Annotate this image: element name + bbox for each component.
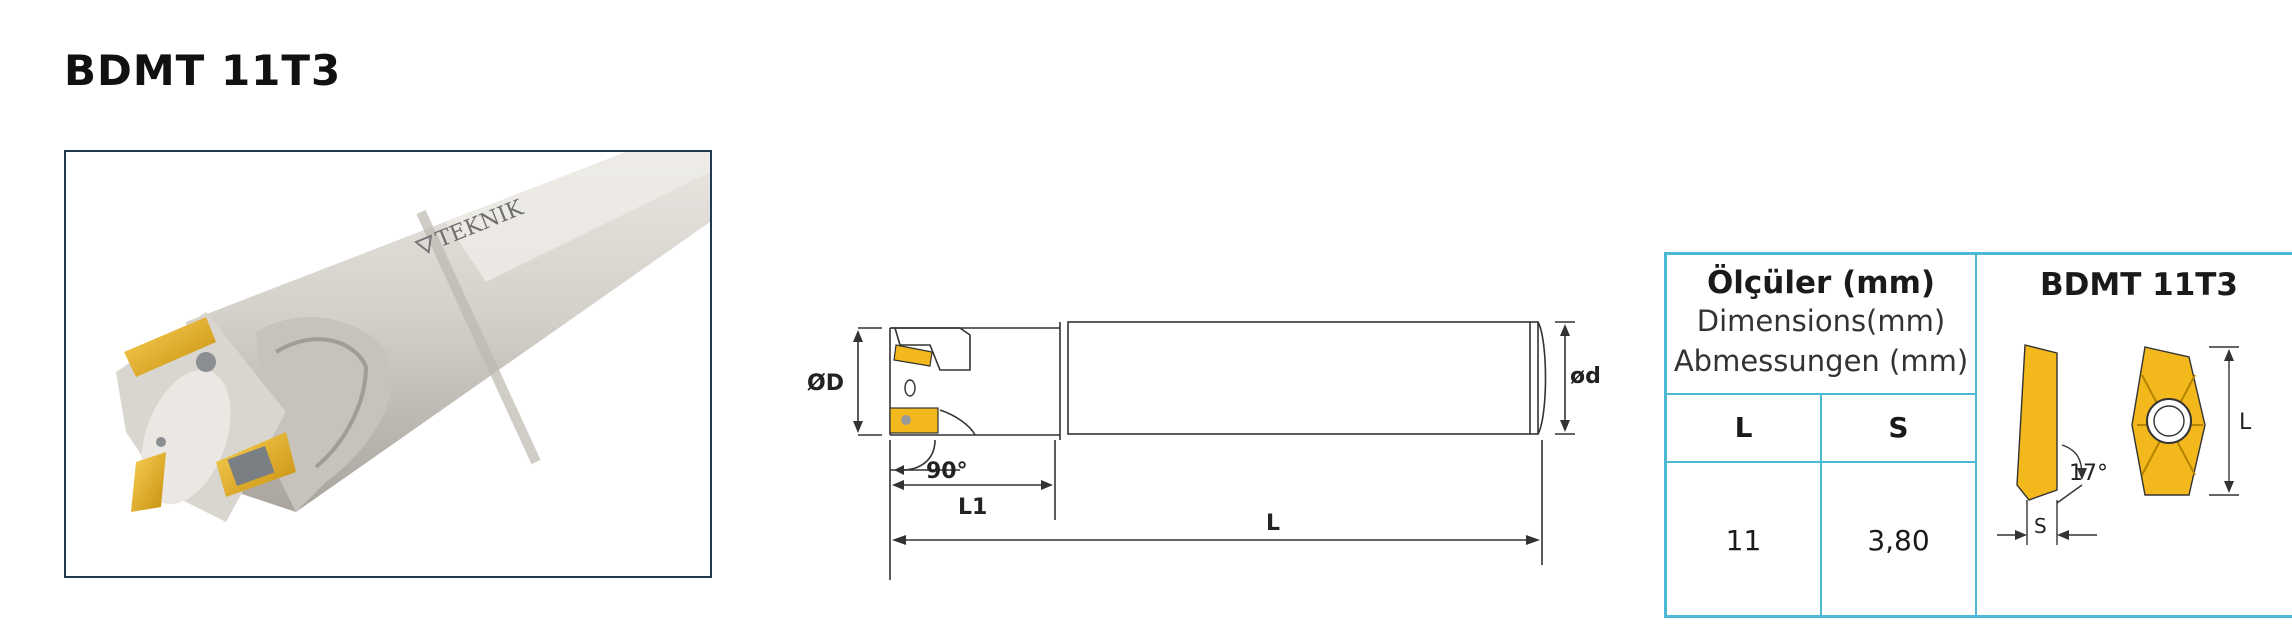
- spec-header-tr: Ölçüler (mm): [1706, 265, 1936, 301]
- insert-label-S: S: [2034, 514, 2047, 538]
- value-L: 11: [1667, 463, 1822, 618]
- product-photo: TEKNIK: [64, 150, 712, 578]
- column-header-S: S: [1822, 395, 1977, 463]
- column-header-L: L: [1667, 395, 1822, 463]
- spec-table-box: Ölçüler (mm) Dimensions(mm) Abmessungen …: [1664, 252, 2292, 618]
- spec-header-de: Abmessungen (mm): [1673, 344, 1969, 378]
- insert-panel: BDMT 11T3 17° S: [1977, 255, 2292, 615]
- dimension-label-d: ød: [1570, 364, 1601, 389]
- logo-icon: [414, 234, 433, 254]
- insert-label-L: L: [2239, 410, 2252, 435]
- value-S: 3,80: [1822, 463, 1977, 618]
- dimension-label-D: ØD: [807, 371, 844, 396]
- spec-header: Ölçüler (mm) Dimensions(mm) Abmessungen …: [1667, 255, 1977, 395]
- technical-drawing: ØD ød L1 L 90°: [790, 300, 1610, 590]
- dimension-label-L: L: [1266, 511, 1280, 536]
- dimension-label-angle: 90°: [926, 459, 968, 484]
- insert-title: BDMT 11T3: [2039, 267, 2238, 303]
- insert-top: [124, 317, 216, 377]
- insert-side-view: [2016, 344, 2058, 501]
- dimension-label-L1: L1: [958, 495, 987, 520]
- insert-label-angle: 17°: [2069, 461, 2108, 486]
- spec-header-en: Dimensions(mm): [1696, 304, 1946, 338]
- page-title: BDMT 11T3: [64, 46, 342, 95]
